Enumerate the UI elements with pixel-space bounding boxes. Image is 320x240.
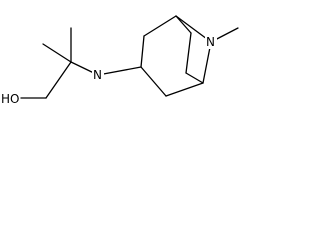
bond-c3-c4 bbox=[140, 66, 167, 97]
bond-c7-c6 bbox=[185, 32, 192, 74]
bond-c3-c2 bbox=[140, 35, 145, 68]
atom-labels: HO N N bbox=[0, 34, 217, 106]
bond-c6-c5 bbox=[185, 72, 204, 84]
bond-lines bbox=[20, 15, 239, 99]
hydroxyl-label-mask bbox=[0, 90, 20, 106]
tropane-amino-alcohol-structure: HO N N bbox=[0, 15, 239, 106]
bond-c1-c7 bbox=[175, 15, 192, 34]
amine-label: N bbox=[93, 68, 102, 82]
bridge-nitrogen-label-mask bbox=[205, 34, 217, 49]
bond-cquat-methyl-left bbox=[42, 43, 72, 63]
bridge-nitrogen-label: N bbox=[206, 35, 215, 49]
bond-c2-c1 bbox=[143, 15, 177, 37]
bond-ch2-cquat bbox=[45, 61, 72, 99]
hydroxyl-label: HO bbox=[1, 92, 19, 106]
amine-label-mask bbox=[92, 67, 104, 82]
bond-nh-c3 bbox=[97, 66, 142, 76]
bond-c4-c5 bbox=[165, 82, 204, 97]
